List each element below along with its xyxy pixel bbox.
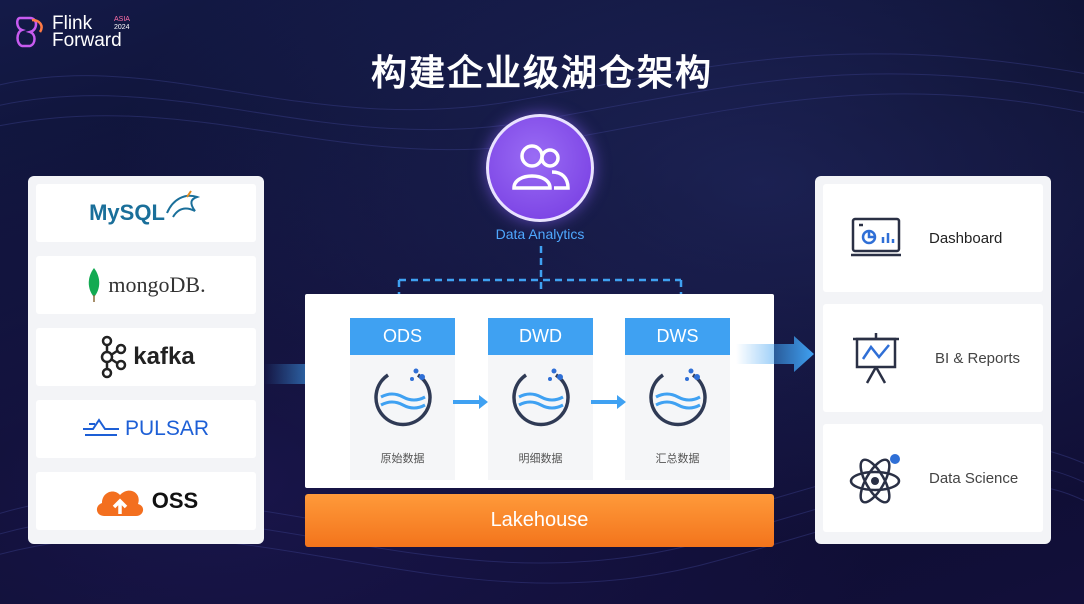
source-pulsar: PULSAR xyxy=(36,400,256,458)
data-lake-icon xyxy=(374,368,432,427)
brand-line1: Flink xyxy=(52,13,93,34)
layer-ods-caption: 原始数据 xyxy=(380,452,425,465)
brand-text: Flink Forward xyxy=(52,13,122,51)
output-data-science: Data Science xyxy=(823,424,1043,532)
data-lake-icon xyxy=(512,368,570,427)
brand-line2: Forward xyxy=(52,30,122,51)
layer-dws-header: DWS xyxy=(625,318,730,355)
output-arrow xyxy=(736,336,814,372)
atom-icon xyxy=(849,454,901,504)
output-label-bi-reports: BI & Reports xyxy=(935,349,1021,367)
layer-dwd-caption: 明细数据 xyxy=(518,452,563,465)
flink-squirrel-icon xyxy=(16,16,43,48)
data-analytics-node xyxy=(486,114,594,222)
source-oss: OSS xyxy=(36,472,256,530)
layer-dws: DWS 汇总数据 xyxy=(625,318,730,480)
users-icon xyxy=(512,144,570,190)
brand-tag-asia: ASIA xyxy=(114,16,130,23)
dashboard-icon xyxy=(851,217,901,257)
output-bi-reports: BI & Reports xyxy=(823,304,1043,412)
layer-ods-body: 原始数据 xyxy=(350,355,455,480)
sources-panel: MySQL mongoDB. kafka xyxy=(28,176,264,544)
layer-dws-body: 汇总数据 xyxy=(625,355,730,480)
output-label-dashboard: Dashboard xyxy=(929,229,1003,247)
pulsar-icon xyxy=(82,418,119,436)
arrow-ods-to-dwd xyxy=(453,395,488,409)
chart-easel-icon xyxy=(853,333,899,384)
mysql-dolphin-icon xyxy=(165,190,201,218)
layer-dwd-header: DWD xyxy=(488,318,593,355)
source-label-pulsar: PULSAR xyxy=(124,417,210,440)
source-label-kafka: kafka xyxy=(133,343,195,370)
source-kafka: kafka xyxy=(36,328,256,386)
output-label-data-science: Data Science xyxy=(929,469,1019,487)
warehouse-layers-panel: ODS 原始数据 DWD 明细数据 DWS xyxy=(305,294,774,488)
source-label-mysql: MySQL xyxy=(89,200,165,225)
layer-ods: ODS 原始数据 xyxy=(350,318,455,480)
arrow-dwd-to-dws xyxy=(591,395,626,409)
page-title: 构建企业级湖仓架构 xyxy=(370,53,713,94)
lakehouse-storage: Lakehouse xyxy=(305,494,774,547)
data-lake-icon xyxy=(649,368,707,427)
source-mongodb: mongoDB. xyxy=(36,256,256,314)
cloud-icon xyxy=(96,490,143,516)
mongodb-leaf-icon xyxy=(89,268,100,302)
flink-forward-logo: Flink Forward xyxy=(14,14,122,50)
kafka-icon xyxy=(101,335,127,379)
outputs-panel: Dashboard BI & Reports Data Science xyxy=(815,176,1051,544)
brand-tag: ASIA 2024 xyxy=(114,16,130,32)
source-mysql: MySQL xyxy=(36,184,256,242)
output-dashboard: Dashboard xyxy=(823,184,1043,292)
source-label-mongodb: mongoDB. xyxy=(108,272,206,297)
layer-dws-caption: 汇总数据 xyxy=(655,452,700,465)
layer-ods-header: ODS xyxy=(350,318,455,355)
source-label-oss: OSS xyxy=(151,488,199,513)
layer-dwd: DWD 明细数据 xyxy=(488,318,593,480)
layer-dwd-body: 明细数据 xyxy=(488,355,593,480)
brand-tag-year: 2024 xyxy=(114,24,130,31)
data-analytics-label: Data Analytics xyxy=(495,226,585,242)
